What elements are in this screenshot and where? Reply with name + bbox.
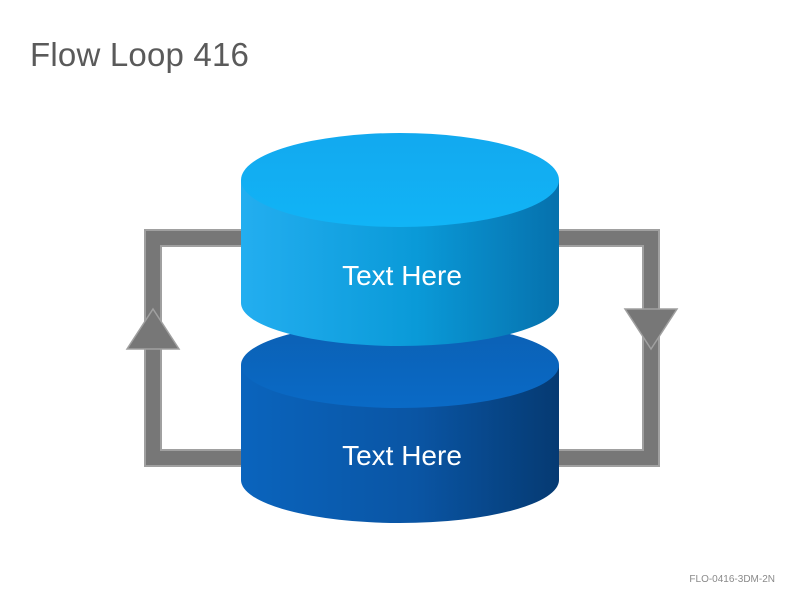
slide-code: FLO-0416-3DM-2N bbox=[689, 574, 775, 585]
cylinder-bottom: Text Here bbox=[241, 322, 559, 523]
slide-title: Flow Loop 416 bbox=[30, 36, 250, 73]
cylinder-top-label: Text Here bbox=[342, 260, 462, 291]
arrow-down-head bbox=[623, 308, 679, 351]
cylinder-bottom-label: Text Here bbox=[342, 440, 462, 471]
loop-arrow-left bbox=[125, 229, 242, 467]
loop-arrow-right bbox=[558, 229, 679, 467]
arrow-up-head bbox=[125, 307, 181, 350]
cylinder-top: Text Here bbox=[241, 133, 559, 346]
